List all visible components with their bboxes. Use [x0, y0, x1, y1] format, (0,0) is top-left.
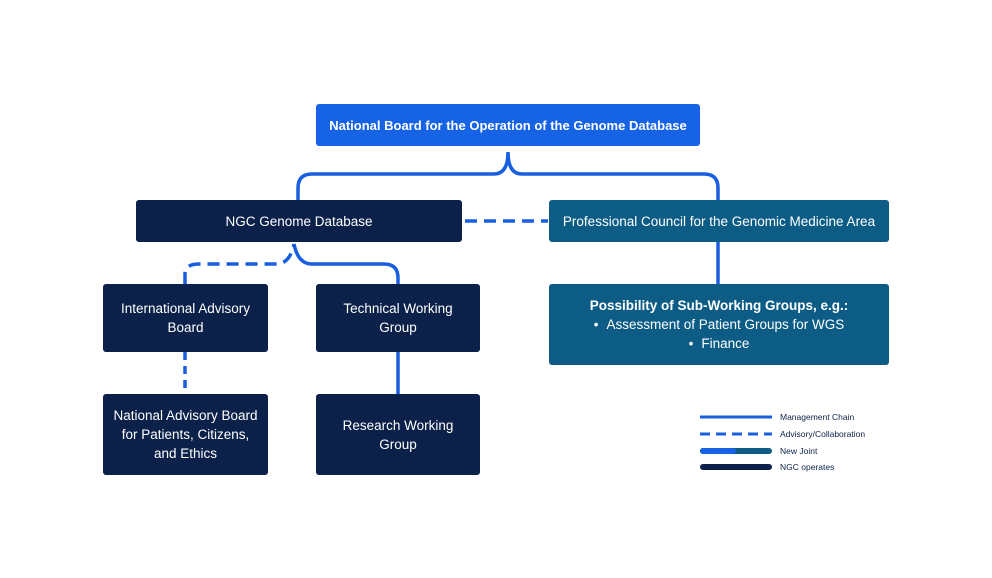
legend-label-management-chain: Management Chain: [780, 412, 855, 422]
new-joint-swatch: [700, 448, 772, 454]
sub-working-group-item: Finance: [594, 334, 845, 353]
legend-label-ngc-operates: NGC operates: [780, 462, 835, 472]
sub-working-groups-node: Possibility of Sub-Working Groups, e.g.:…: [549, 284, 889, 365]
research-working-group-node: Research Working Group: [316, 394, 480, 475]
ngc-operates-swatch: [700, 464, 772, 470]
technical-working-group-label: Technical Working Group: [343, 301, 453, 335]
professional-council-node: Professional Council for the Genomic Med…: [549, 200, 889, 242]
dashed-line-swatch: [700, 432, 772, 436]
legend-label-new-joint: New Joint: [780, 446, 818, 456]
international-advisory-board-node: International Advisory Board: [103, 284, 268, 352]
research-working-group-label: Research Working Group: [342, 417, 454, 452]
legend-item-advisory: Advisory/Collaboration: [700, 429, 865, 439]
ngc-genome-database-node: NGC Genome Database: [136, 200, 462, 242]
national-advisory-board-label: National Advisory Board for Patients, Ci…: [113, 408, 258, 461]
advisory-line-ngc-international: [183, 243, 296, 284]
sub-working-group-item: Assessment of Patient Groups for WGS: [594, 315, 844, 334]
legend-item-new-joint: New Joint: [700, 446, 817, 456]
legend-label-advisory: Advisory/Collaboration: [780, 429, 866, 439]
international-advisory-board-label: International Advisory Board: [120, 301, 251, 335]
ngc-genome-database-label: NGC Genome Database: [225, 213, 373, 229]
legend-item-ngc-operates: NGC operates: [700, 462, 834, 472]
sub-working-groups-title: Possibility of Sub-Working Groups, e.g.:: [589, 298, 849, 313]
technical-working-group-node: Technical Working Group: [316, 284, 480, 352]
national-board-node: National Board for the Operation of the …: [316, 104, 700, 146]
national-board-label: National Board for the Operation of the …: [329, 117, 687, 133]
management-chain-brace: [296, 151, 720, 200]
sub-working-groups-list: Assessment of Patient Groups for WGS Fin…: [594, 315, 845, 353]
legend-item-management-chain: Management Chain: [700, 412, 854, 422]
solid-line-swatch: [700, 415, 772, 419]
management-line-ngc-technical: [292, 243, 400, 284]
national-advisory-board-node: National Advisory Board for Patients, Ci…: [103, 394, 268, 475]
professional-council-label: Professional Council for the Genomic Med…: [562, 213, 876, 229]
